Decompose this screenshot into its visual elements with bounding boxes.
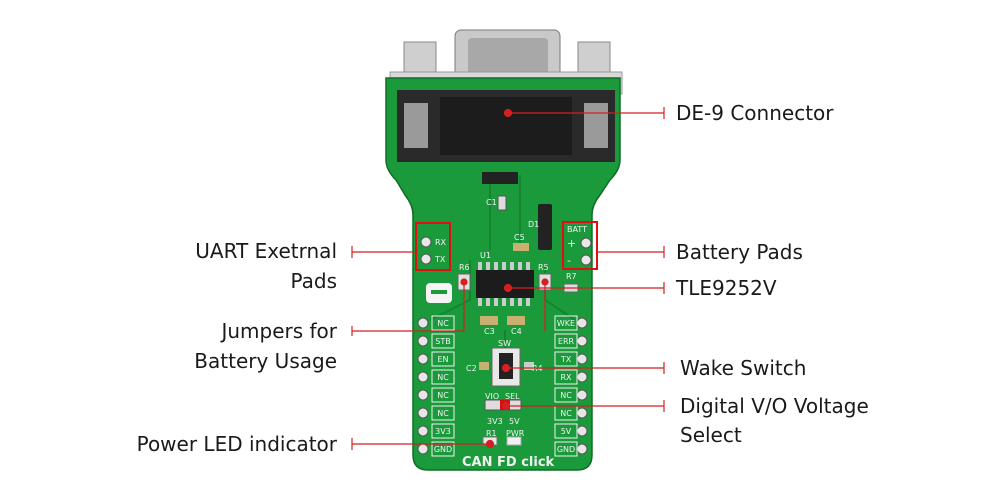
left-header-pin-pad [417,389,429,401]
callout-tle9252v: TLE9252V [676,276,777,300]
silk-sw: SW [498,339,511,348]
left-header-pin-pad [417,407,429,419]
left-header-pin-label: STB [435,337,450,346]
silk-r1: R1 [486,429,497,438]
silk-batt-plus: + [567,237,576,250]
left-header-pin-label-box [431,441,455,457]
board-name: CAN FD click [462,455,555,470]
left-header-pin-pad [417,335,429,347]
right-header-pin-pad [576,389,588,401]
left-header-pin-label: NC [437,319,449,328]
right-header-pin-label: NC [560,409,572,418]
callout-digital-vo-line2: Select [680,423,742,447]
left-header-pin-label-box [431,387,455,403]
right-header-pin-label-box [554,387,578,403]
left-header-pin-label: NC [437,409,449,418]
callout-uart-pads-line2: Pads [290,269,337,293]
right-header-pin-label-box [554,423,578,439]
left-header-pin-label-box [431,333,455,349]
silk-c1: C1 [486,198,497,207]
right-header-pin-label-box [554,441,578,457]
silk-c3: C3 [484,327,495,336]
silk-r6: R6 [459,263,470,272]
right-header-pin-label: WKE [557,319,575,328]
right-header-pin-label: ERR [558,337,575,346]
right-header-pin-pad [576,353,588,365]
silk-c5: C5 [514,233,525,242]
left-header-pin-label-box [431,369,455,385]
right-header-pin-label-box [554,333,578,349]
left-header-pin-label: EN [437,355,448,364]
callout-power-led: Power LED indicator [136,432,337,456]
left-header-pin-label: NC [437,373,449,382]
silk-c4: C4 [511,327,522,336]
right-header-pin-pad [576,407,588,419]
callout-battery-pads: Battery Pads [676,240,803,264]
callout-digital-vo-line1: Digital V/O Voltage [680,394,869,418]
silk-batt-minus: - [567,254,571,267]
callout-wake-switch: Wake Switch [680,356,807,380]
silk-c2: C2 [466,364,477,373]
right-header-pin-label: GND [557,445,575,454]
silk-vio: VIO [485,392,499,401]
left-header-pin-pad [417,353,429,365]
left-header-pin-label-box [431,315,455,331]
left-header-pin-label: 3V3 [435,427,451,436]
right-header-pin-pad [576,371,588,383]
left-header-pin-label-box [431,351,455,367]
silk-3v3: 3V3 [487,417,503,426]
right-header-pin-pad [576,317,588,329]
silk-tx: TX [434,255,446,264]
left-header-pin-label-box [431,405,455,421]
left-header-pin-pad [417,317,429,329]
callout-uart-pads-line1: UART Exetrnal [195,239,337,263]
silk-sel: SEL [505,392,520,401]
callout-jumpers-line1: Jumpers for [221,319,337,343]
silk-pwr: PWR [506,429,525,438]
right-header-pin-label: 5V [561,427,572,436]
right-header-pin-pad [576,335,588,347]
left-header-pin-pad [417,371,429,383]
callout-de9-connector: DE-9 Connector [676,101,834,125]
right-header-pin-label-box [554,369,578,385]
right-header-pin-pad [576,425,588,437]
silk-r7: R7 [566,272,577,281]
callout-jumpers-line2: Battery Usage [194,349,337,373]
left-header-pin-pad [417,443,429,455]
left-header-pin-label-box [431,423,455,439]
right-header-pin-label: TX [560,355,572,364]
right-header-pin-label: RX [560,373,572,382]
left-header-pin-pad [417,425,429,437]
right-header-pin-label: NC [560,391,572,400]
left-header-pin-label: GND [434,445,452,454]
silk-rx: RX [435,238,447,247]
right-header-pin-pad [576,443,588,455]
silk-u1: U1 [480,251,491,260]
silk-r5: R5 [538,263,549,272]
silk-5v: 5V [509,417,520,426]
silk-d1: D1 [528,220,539,229]
right-header-pin-label-box [554,315,578,331]
silk-batt: BATT [567,225,587,234]
right-header-pin-label-box [554,351,578,367]
left-header-pin-label: NC [437,391,449,400]
